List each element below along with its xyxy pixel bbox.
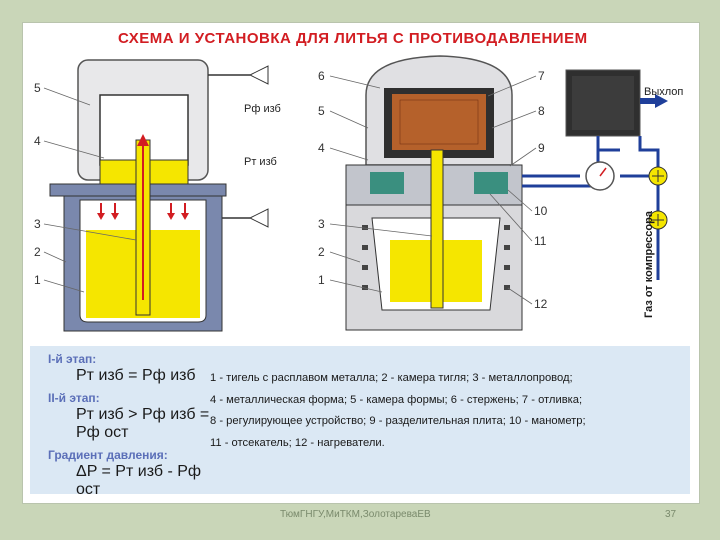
right-num-6: 6 xyxy=(318,69,325,83)
left-num-2: 2 xyxy=(34,245,41,259)
footer-text: ТюмГНГУ,МиТКМ,ЗолотареваЕВ xyxy=(280,509,431,520)
diagram-title: СХЕМА И УСТАНОВКА ДЛЯ ЛИТЬЯ С ПРОТИВОДАВ… xyxy=(118,30,588,47)
stage1-title: I-й этап: xyxy=(48,352,97,366)
right-num-1: 1 xyxy=(318,273,325,287)
metal-pipe-right xyxy=(430,149,444,309)
right-num-7: 7 xyxy=(538,69,545,83)
casting xyxy=(392,94,486,150)
stages-block: I-й этап: Pт изб = Pф изб II-й этап: Pт … xyxy=(48,350,218,505)
valve-bottom-icon xyxy=(248,208,269,228)
heaters xyxy=(362,225,510,290)
gas-label: Газ от компрессора xyxy=(643,210,655,318)
pressure-label-crucible: Pт изб xyxy=(244,156,277,168)
right-num-10: 10 xyxy=(534,204,548,218)
left-num-3: 3 xyxy=(34,217,41,231)
stage2-formula: Pт изб > Pф изб = Pф ост xyxy=(76,406,210,441)
stage2-title: II-й этап: xyxy=(48,391,100,405)
right-num-3: 3 xyxy=(318,217,325,231)
pressure-label-form: Pф изб xyxy=(244,103,281,115)
exhaust-label: Выхлоп xyxy=(644,86,683,98)
right-num-12: 12 xyxy=(534,297,548,311)
stage1-formula: Pт изб = Pф изб xyxy=(76,367,196,384)
right-num-4: 4 xyxy=(318,141,325,155)
cutoff-left xyxy=(370,172,404,194)
right-num-8: 8 xyxy=(538,104,545,118)
gradient-title: Градиент давления: xyxy=(48,448,168,462)
valve-top-icon xyxy=(248,65,269,85)
pressure-arrows xyxy=(97,203,189,220)
exhaust-arrow-icon xyxy=(640,94,668,108)
legend-items: 1 - тигель с расплавом металла; 2 - каме… xyxy=(210,368,680,454)
left-num-4: 4 xyxy=(34,134,41,148)
page-number: 37 xyxy=(665,509,677,520)
flow-arrow-head xyxy=(137,134,149,146)
legend-line: 4 - металлическая форма; 5 - камера форм… xyxy=(210,393,583,406)
legend-line: 11 - отсекатель; 12 - нагреватели. xyxy=(210,436,385,449)
right-num-9: 9 xyxy=(538,141,545,155)
left-num-5: 5 xyxy=(34,81,41,95)
left-scheme: Pф изб Pт изб 5 4 3 2 1 xyxy=(34,59,281,332)
right-num-5: 5 xyxy=(318,104,325,118)
cutoff-right xyxy=(474,172,508,194)
legend-panel: I-й этап: Pт изб = Pф изб II-й этап: Pт … xyxy=(30,346,690,498)
core xyxy=(399,99,479,145)
legend-line: 1 - тигель с расплавом металла; 2 - каме… xyxy=(210,372,573,384)
right-num-11: 11 xyxy=(534,234,547,248)
right-installation: Выхлоп Газ от компрессора 6 5 4 3 2 1 7 … xyxy=(318,55,683,331)
left-num-1: 1 xyxy=(34,273,41,287)
legend-line: 8 - регулирующее устройство; 9 - раздели… xyxy=(210,415,586,427)
right-num-2: 2 xyxy=(318,245,325,259)
gradient-formula: ΔP = Pт изб - Pф ост xyxy=(76,463,202,498)
